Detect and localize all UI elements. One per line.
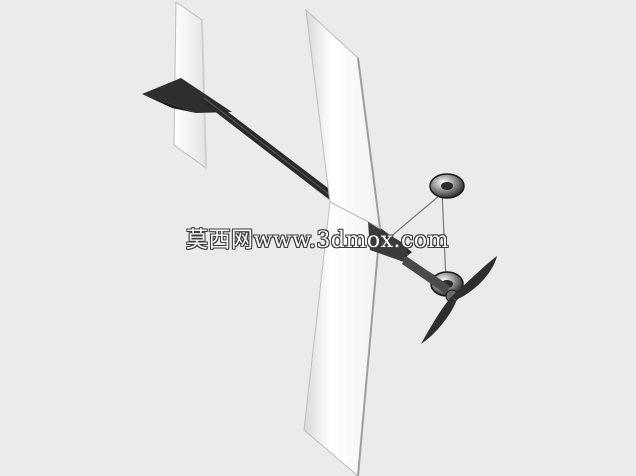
propeller-blades <box>421 256 497 344</box>
watermark-text: 莫西网www.3dmox.com <box>186 228 449 253</box>
main-wing-lower <box>303 201 381 476</box>
upper-wheel <box>429 173 465 199</box>
wing-center-pod <box>368 222 408 262</box>
main-wing-upper <box>305 8 381 229</box>
